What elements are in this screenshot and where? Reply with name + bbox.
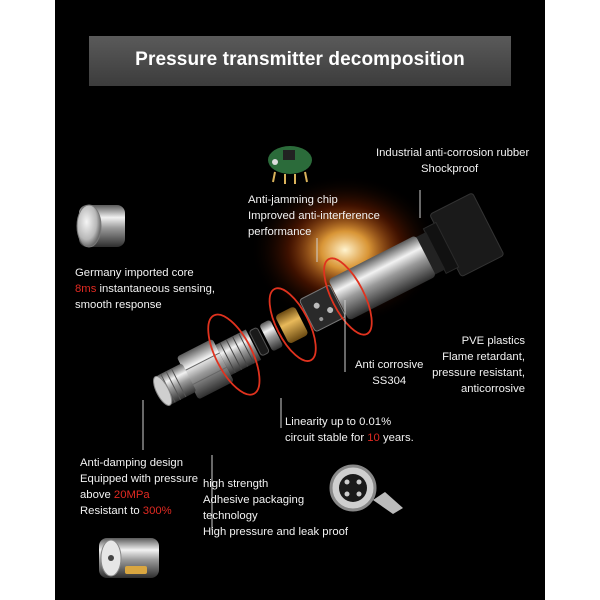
label-text: years. <box>379 432 414 444</box>
label-rubber: Industrial anti-corrosion rubber Shockpr… <box>376 145 529 177</box>
label-line: Anti-damping design <box>80 457 183 469</box>
label-line: SS304 <box>372 375 407 387</box>
label-damping: Anti-damping design Equipped with pressu… <box>80 455 198 519</box>
label-chip: Anti-jamming chip Improved anti-interfer… <box>248 192 380 240</box>
label-ss304: Anti corrosive SS304 <box>355 357 423 389</box>
highlight-value: 10 <box>367 432 380 444</box>
label-line: technology <box>203 510 258 522</box>
label-line: pressure resistant, <box>432 367 525 379</box>
red-ring <box>323 257 373 336</box>
label-line: Resistant to 300% <box>80 503 198 519</box>
label-line: performance <box>248 226 312 238</box>
connector-thumbnail <box>329 464 403 514</box>
brass-ring <box>276 307 308 343</box>
transmitter-illustration <box>76 146 504 578</box>
label-line: high strength <box>203 478 269 490</box>
label-strength: high strength Adhesive packaging technol… <box>203 476 348 540</box>
label-text: instantaneous sensing, <box>96 283 216 295</box>
label-line: Anti corrosive <box>355 359 424 371</box>
label-line: above 20MPa <box>80 487 198 503</box>
red-ring <box>268 287 317 362</box>
label-line: Improved anti-interference <box>248 210 380 222</box>
product-poster: Pressure transmitter decomposition <box>55 0 545 600</box>
red-ring <box>207 313 261 396</box>
label-line: Industrial anti-corrosion rubber <box>376 147 530 159</box>
core-thumbnail <box>76 204 125 248</box>
label-line: 8ms instantaneous sensing, <box>75 281 215 297</box>
label-line: circuit stable for 10 years. <box>285 430 414 446</box>
label-line: Linearity up to 0.01% <box>285 416 392 428</box>
label-line: Anti-jamming chip <box>248 194 338 206</box>
connector-housing <box>413 193 504 277</box>
label-linearity: Linearity up to 0.01% circuit stable for… <box>285 414 414 446</box>
label-line: smooth response <box>75 299 162 311</box>
page-title: Pressure transmitter decomposition <box>135 49 465 70</box>
highlight-value: 20MPa <box>113 489 150 501</box>
highlight-value: 8ms <box>75 283 97 295</box>
port-thumbnail <box>99 538 159 578</box>
label-text: circuit stable for <box>285 432 368 444</box>
label-line: Equipped with pressure <box>80 473 199 485</box>
label-line: Adhesive packaging <box>203 494 305 506</box>
label-text: Resistant to <box>80 505 143 517</box>
label-text: above <box>80 489 114 501</box>
steel-body <box>329 236 435 320</box>
label-line: High pressure and leak proof <box>203 526 349 538</box>
label-line: anticorrosive <box>460 383 525 395</box>
label-line: Germany imported core <box>75 267 194 279</box>
label-core: Germany imported core 8ms instantaneous … <box>75 265 215 313</box>
title-banner: Pressure transmitter decomposition <box>89 36 511 86</box>
label-pve: PVE plastics Flame retardant, pressure r… <box>432 333 525 397</box>
highlight-value: 300% <box>142 505 172 517</box>
circuit-board <box>299 285 346 332</box>
label-line: Shockproof <box>421 163 479 175</box>
pcb-thumbnail <box>268 146 312 184</box>
label-line: PVE plastics <box>461 335 525 347</box>
leader-lines <box>142 190 421 530</box>
label-line: Flame retardant, <box>442 351 525 363</box>
